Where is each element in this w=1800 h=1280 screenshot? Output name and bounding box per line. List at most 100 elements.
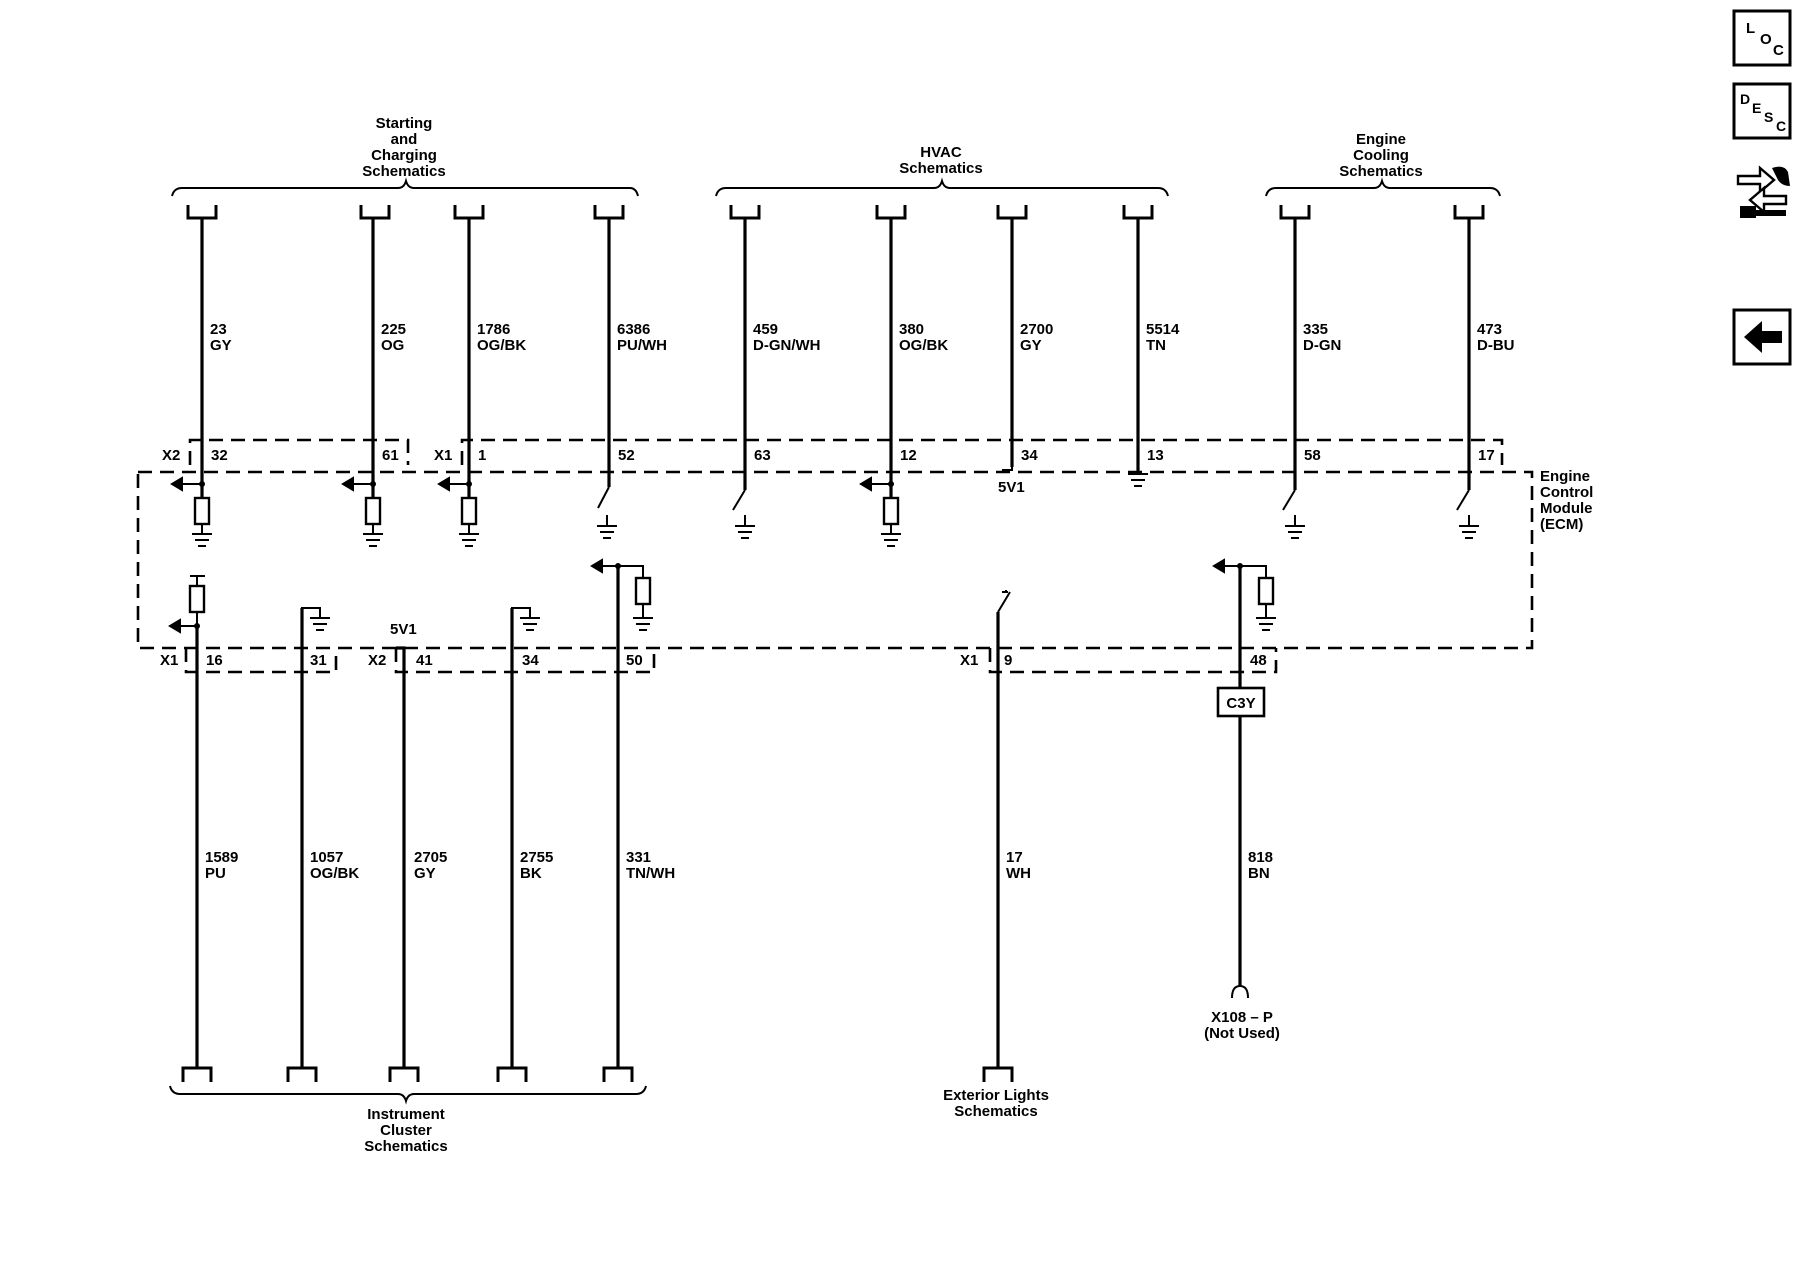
wire-color: TN/WH xyxy=(626,865,675,882)
starting-charging-title[interactable]: Starting and Charging Schematics xyxy=(362,115,445,180)
pin-number: 17 xyxy=(1478,447,1495,464)
starting-title-line-2: and xyxy=(391,131,418,148)
ecm-label-line-1: Engine xyxy=(1540,468,1590,485)
connector-label-x2: X2 xyxy=(368,652,386,669)
bottom-junction-dots xyxy=(194,563,1243,629)
switch-circuit-17 xyxy=(997,590,1011,613)
circuit-number: 459 xyxy=(753,321,778,338)
x108-label: X108 – P xyxy=(1211,1009,1273,1026)
connector-label-x1: X1 xyxy=(434,447,452,464)
top-junction-dots xyxy=(199,481,894,487)
loc-icon[interactable]: L O C xyxy=(1732,9,1792,67)
starting-brace xyxy=(171,177,639,197)
switch-ground-473 xyxy=(1456,489,1479,539)
terminal-cup xyxy=(1453,205,1485,220)
cooling-title-line-2: Cooling xyxy=(1353,147,1409,164)
circuit-number: 2700 xyxy=(1020,321,1053,338)
pin-number: 41 xyxy=(416,652,433,669)
ecm-label[interactable]: Engine Control Module (ECM) xyxy=(1540,468,1593,533)
wire-color: GY xyxy=(210,337,232,354)
terminal-cup xyxy=(453,205,485,220)
engine-cooling-title[interactable]: Engine Cooling Schematics xyxy=(1339,131,1422,180)
switch-ground-6386 xyxy=(597,486,617,539)
connector-label-x1: X1 xyxy=(160,652,178,669)
exterior-lights-title[interactable]: Exterior Lights Schematics xyxy=(943,1087,1049,1120)
ecm-module-outline[interactable] xyxy=(136,470,1534,650)
top-circuit-labels: 23 GY 225 OG 1786 OG/BK 6386 PU/WH 459 D… xyxy=(210,321,1515,354)
pin-number: 58 xyxy=(1304,447,1321,464)
instrument-cluster-title[interactable]: Instrument Cluster Schematics xyxy=(364,1106,447,1155)
ground-1057 xyxy=(301,607,330,640)
pull-down-circuit-331 xyxy=(590,558,653,631)
cooling-title-line-1: Engine xyxy=(1356,131,1406,148)
connector-x2-bottom[interactable] xyxy=(394,648,656,674)
junction-dot xyxy=(370,481,376,487)
circuit-number: 1057 xyxy=(310,849,343,866)
switch-ground-459 xyxy=(732,489,755,539)
pull-down-circuit-1786 xyxy=(437,476,479,547)
terminal-cup xyxy=(186,205,218,220)
not-used-label: (Not Used) xyxy=(1204,1025,1280,1042)
inline-connector-label: C3Y xyxy=(1226,695,1255,712)
circuit-number: 818 xyxy=(1248,849,1273,866)
desc-icon[interactable]: D E S C xyxy=(1732,82,1792,140)
circuit-number: 1589 xyxy=(205,849,238,866)
top-pin-numbers: 32 61 1 52 63 12 34 13 58 17 xyxy=(211,447,1495,464)
pull-down-circuit-818 xyxy=(1212,558,1276,631)
starting-title-line-1: Starting xyxy=(376,115,433,132)
circuit-number: 17 xyxy=(1006,849,1023,866)
connector-x1-bottom[interactable] xyxy=(184,648,338,674)
desc-letter-s: S xyxy=(1764,109,1773,125)
circuit-number: 2755 xyxy=(520,849,553,866)
terminal-cup xyxy=(729,205,761,220)
pull-up-circuit-1589 xyxy=(168,575,206,634)
cluster-title-line-3: Schematics xyxy=(364,1138,447,1155)
loc-letter-l: L xyxy=(1746,20,1755,37)
top-wires xyxy=(200,218,1471,508)
wire-color: WH xyxy=(1006,865,1031,882)
wire-color: PU xyxy=(205,865,226,882)
connector-x1-top[interactable] xyxy=(460,438,1504,465)
bottom-wires xyxy=(195,566,1242,1068)
circuit-number: 6386 xyxy=(617,321,650,338)
wire-color: PU/WH xyxy=(617,337,667,354)
exterior-title-line-1: Exterior Lights xyxy=(943,1087,1049,1104)
starting-title-line-4: Schematics xyxy=(362,163,445,180)
top-terminals xyxy=(186,205,1485,220)
wire-2705 xyxy=(396,646,406,1068)
pull-down-circuit-225 xyxy=(341,476,383,547)
cooling-brace xyxy=(1265,177,1501,197)
starting-title-line-3: Charging xyxy=(371,147,437,164)
circuit-number: 335 xyxy=(1303,321,1328,338)
hvac-title[interactable]: HVAC Schematics xyxy=(899,144,982,177)
terminal-cup xyxy=(1279,205,1311,220)
desc-letter-c: C xyxy=(1776,118,1786,134)
bottom-terminals xyxy=(181,1066,1014,1082)
connector-swap-icon[interactable] xyxy=(1736,165,1790,218)
wire-color: D-GN/WH xyxy=(753,337,821,354)
terminal-cup xyxy=(593,205,625,220)
pin-number: 34 xyxy=(522,652,539,669)
back-arrow-icon[interactable] xyxy=(1732,308,1792,366)
ecm-label-line-2: Control xyxy=(1540,484,1593,501)
pin-number: 32 xyxy=(211,447,228,464)
connector-x1-bottom-right[interactable] xyxy=(988,648,1278,674)
ref-5v-bottom: 5V1 xyxy=(390,621,417,638)
pin-number: 31 xyxy=(310,652,327,669)
circuit-number: 331 xyxy=(626,849,651,866)
desc-letter-e: E xyxy=(1752,100,1761,116)
wire-color: OG xyxy=(381,337,404,354)
inline-connector-c3y[interactable] xyxy=(1216,686,1266,718)
exterior-title-line-2: Schematics xyxy=(954,1103,1037,1120)
connector-x2-top[interactable] xyxy=(188,438,410,465)
wire-color: D-BU xyxy=(1477,337,1515,354)
circuit-number: 225 xyxy=(381,321,406,338)
terminal-cup xyxy=(875,205,907,220)
junction-dot xyxy=(199,481,205,487)
junction-dot xyxy=(888,481,894,487)
ref-5v-tap xyxy=(1002,467,1013,471)
unused-connector-cup xyxy=(1231,984,1249,999)
cluster-title-line-1: Instrument xyxy=(367,1106,445,1123)
terminal-cup xyxy=(181,1066,213,1082)
